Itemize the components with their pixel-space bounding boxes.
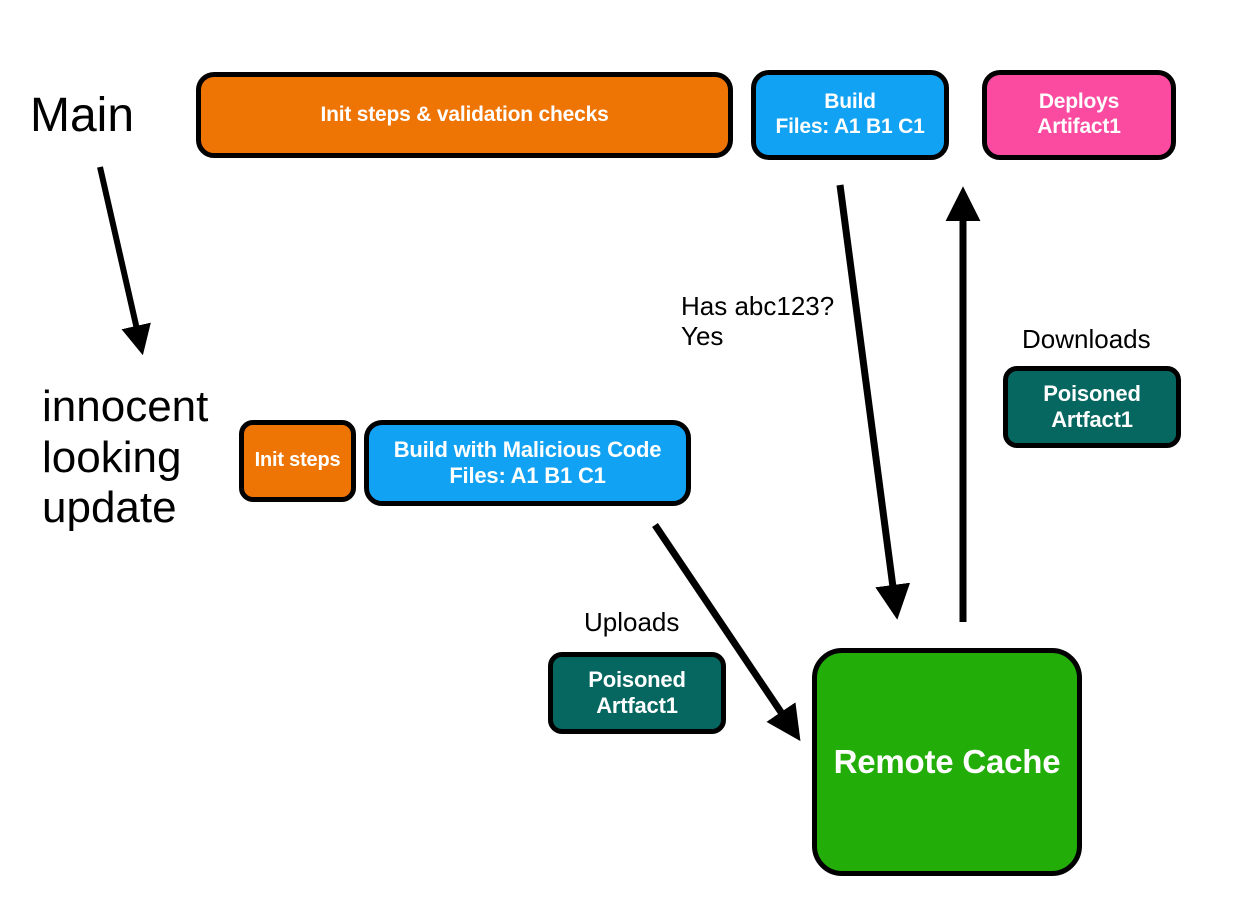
node-branch-init-steps[interactable]: Init steps	[239, 420, 356, 502]
node-branch-build-malicious[interactable]: Build with Malicious Code Files: A1 B1 C…	[364, 420, 691, 506]
edge-label-uploads: Uploads	[584, 607, 680, 637]
node-uploaded-poisoned-artifact[interactable]: Poisoned Artfact1	[548, 652, 726, 734]
node-main-init-steps[interactable]: Init steps & validation checks	[196, 72, 733, 158]
node-main-deploys[interactable]: Deploys Artifact1	[982, 70, 1176, 160]
node-remote-cache[interactable]: Remote Cache	[812, 648, 1082, 876]
main-to-branch-arrow	[97, 166, 151, 356]
edge-label-cache-lookup: Has abc123? Yes	[681, 291, 835, 351]
node-main-build[interactable]: Build Files: A1 B1 C1	[751, 70, 949, 160]
edge-label-downloads: Downloads	[1022, 324, 1151, 354]
lane-label-branch: innocent looking update	[42, 382, 209, 533]
cache-lookup-arrow	[836, 184, 911, 620]
node-downloaded-poisoned-artifact[interactable]: Poisoned Artfact1	[1003, 366, 1181, 448]
lane-label-main: Main	[30, 89, 135, 142]
